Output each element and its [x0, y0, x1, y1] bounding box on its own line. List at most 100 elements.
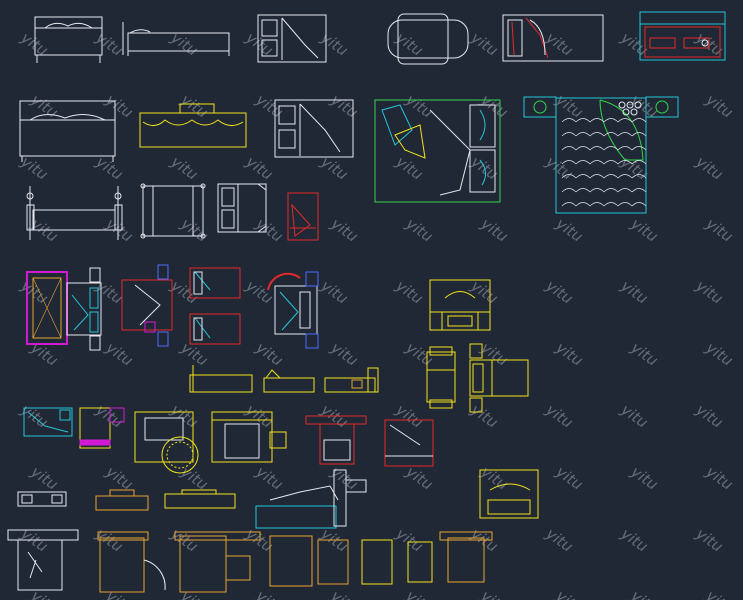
watermark-text: yitu	[392, 524, 426, 556]
watermark-text: yitu	[167, 400, 201, 432]
bed-elevation-posts	[26, 186, 123, 240]
quilt-stitch	[617, 132, 633, 137]
watermark-text: yitu	[252, 462, 286, 494]
quilt-stitch	[617, 146, 633, 151]
quilt-stitch	[631, 146, 647, 151]
bed-plan-red-small	[287, 192, 319, 241]
watermark-text: yitu	[702, 338, 736, 370]
quilt-stitch	[575, 188, 591, 193]
watermark-text: yitu	[17, 400, 51, 432]
watermark-text: yitu	[402, 214, 436, 246]
watermark-text: yitu	[542, 400, 576, 432]
watermark-text: yitu	[177, 214, 211, 246]
quilt-stitch	[575, 160, 591, 165]
watermark-text: yitu	[327, 214, 361, 246]
bed-plan-d	[217, 183, 267, 233]
quilt-stitch	[561, 118, 577, 123]
bed-plan-b	[274, 99, 354, 158]
watermark-text: yitu	[92, 152, 126, 184]
bed-plan-yellow-headboard	[429, 279, 491, 331]
watermark-text: yitu	[617, 524, 651, 556]
watermark-text: yitu	[692, 524, 726, 556]
bed-plan-rounded	[387, 13, 469, 65]
quilt-stitch	[589, 132, 605, 137]
watermark-text: yitu	[177, 338, 211, 370]
bed-elevations-yellow-row	[189, 365, 379, 393]
bed-elevation-cyan-red	[639, 11, 726, 61]
watermark-text: yitu	[617, 276, 651, 308]
quilt-stitch	[617, 118, 633, 123]
quilt-stitch	[631, 188, 647, 193]
quilt-stitch	[561, 188, 577, 193]
bed-plan-cyan-quilted	[523, 96, 679, 214]
quilt-stitch	[603, 160, 619, 165]
bed-plan-red-group	[121, 264, 319, 349]
quilt-stitch	[589, 160, 605, 165]
quilt-stitch	[603, 188, 619, 193]
watermark-text: yitu	[702, 214, 736, 246]
watermark-text: yitu	[92, 400, 126, 432]
quilt-stitch	[603, 132, 619, 137]
watermark-text: yitu	[627, 338, 661, 370]
watermark-text: yitu	[477, 214, 511, 246]
quilt-stitch	[561, 174, 577, 179]
watermark-text: yitu	[102, 586, 136, 600]
watermark-text: yitu	[552, 90, 586, 122]
watermark-text: yitu	[542, 276, 576, 308]
quilt-stitch	[603, 146, 619, 151]
bed-elevation-a	[34, 16, 103, 63]
quilt-stitch	[589, 174, 605, 179]
watermark-text: yitu	[27, 338, 61, 370]
bed-plan-c	[140, 183, 206, 239]
quilt-stitch	[603, 174, 619, 179]
watermark-text: yitu	[252, 338, 286, 370]
watermark-text: yitu	[702, 462, 736, 494]
quilt-stitch	[631, 132, 647, 137]
watermark-text: yitu	[252, 586, 286, 600]
watermark-text: yitu	[402, 586, 436, 600]
watermark-text: yitu	[317, 276, 351, 308]
watermark-text: yitu	[477, 586, 511, 600]
watermark-text: yitu	[402, 338, 436, 370]
quilt-stitch	[561, 132, 577, 137]
watermark-text: yitu	[627, 586, 661, 600]
bed-plans-yellow-row	[426, 343, 529, 413]
watermark-text: yitu	[627, 462, 661, 494]
quilt-stitch	[575, 118, 591, 123]
quilt-stitch	[589, 146, 605, 151]
watermark-text: yitu	[467, 28, 501, 60]
quilt-stitch	[617, 174, 633, 179]
watermark-text: yitu	[702, 586, 736, 600]
quilt-stitch	[589, 188, 605, 193]
bed-plan-green	[374, 99, 501, 203]
quilt-stitch	[561, 202, 577, 207]
watermark-text: yitu	[617, 28, 651, 60]
quilt-stitch	[617, 160, 633, 165]
watermark-text: yitu	[552, 338, 586, 370]
bed-plans-bottom-row	[7, 529, 493, 593]
watermark-text: yitu	[402, 90, 436, 122]
watermark-text: yitu	[327, 90, 361, 122]
bed-elevation-c	[19, 100, 116, 162]
watermark-text: yitu	[702, 90, 736, 122]
watermark-text: yitu	[102, 338, 136, 370]
watermark-text: yitu	[327, 586, 361, 600]
watermark-text: yitu	[177, 586, 211, 600]
watermark-text: yitu	[467, 276, 501, 308]
bed-elevation-yellow	[139, 103, 247, 148]
quilt-stitch	[575, 174, 591, 179]
watermark-text: yitu	[392, 276, 426, 308]
bed-elevations-bottom-row	[17, 469, 539, 529]
watermark-text: yitu	[617, 400, 651, 432]
watermark-text: yitu	[392, 28, 426, 60]
watermark-text: yitu	[327, 338, 361, 370]
watermark-text: yitu	[692, 276, 726, 308]
watermark-text: yitu	[692, 152, 726, 184]
watermark-text: yitu	[552, 586, 586, 600]
watermark-text: yitu	[27, 462, 61, 494]
bed-plan-red-accent	[502, 14, 604, 62]
bed-elevation-b	[122, 22, 230, 56]
quilt-stitch	[631, 174, 647, 179]
watermark-text: yitu	[477, 462, 511, 494]
